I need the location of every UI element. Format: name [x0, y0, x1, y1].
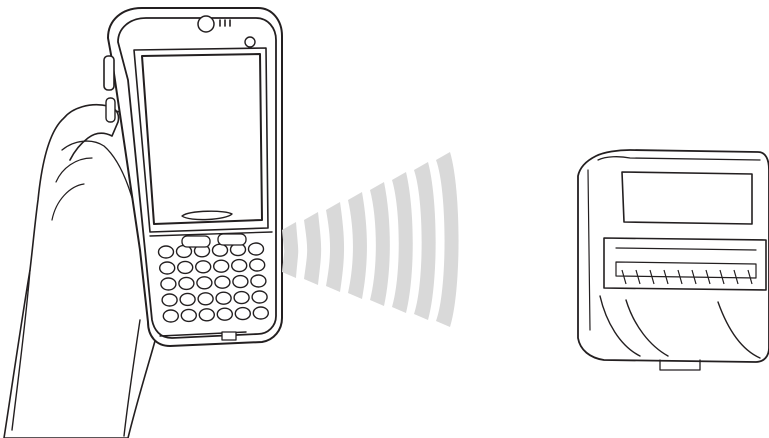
signal-band [348, 192, 367, 299]
signal-band [392, 172, 413, 313]
keypad-key [181, 309, 196, 321]
side-button [106, 98, 115, 122]
printer-label-window [622, 172, 752, 224]
keypad-key [197, 277, 212, 289]
keypad-key [250, 259, 265, 271]
keypad-key [253, 307, 268, 319]
function-key [218, 234, 246, 245]
keypad-key [180, 293, 195, 305]
keypad-key [214, 260, 229, 272]
keypad-key [161, 278, 176, 290]
signal-band [436, 152, 459, 327]
keypad-key [163, 310, 178, 322]
keypad-key [234, 292, 249, 304]
keypad-key [213, 244, 228, 256]
connector [222, 332, 236, 340]
side-scan-button [104, 56, 114, 90]
keypad-key [251, 275, 266, 287]
portable-printer [578, 150, 769, 370]
keypad-key [199, 309, 214, 321]
keypad-key [252, 291, 267, 303]
keypad-key [179, 277, 194, 289]
keypad-key [198, 293, 213, 305]
signal-band [326, 202, 344, 292]
keypad-key [162, 294, 177, 306]
function-key [182, 236, 210, 247]
keypad-key [216, 292, 231, 304]
touch-screen [142, 54, 262, 224]
keypad-key [159, 246, 174, 258]
keypad-key [196, 261, 211, 273]
keypad-key [215, 276, 230, 288]
signal-band [370, 182, 390, 306]
signal-band [282, 222, 298, 278]
signal-band [414, 162, 436, 320]
keypad-key [233, 276, 248, 288]
keypad-key [249, 243, 264, 255]
camera-icon [198, 16, 214, 32]
keypad-key [217, 308, 232, 320]
keypad-key [235, 308, 250, 320]
keypad-key [232, 260, 247, 272]
keypad-key [160, 262, 175, 274]
power-indicator [245, 37, 255, 47]
keypad-key [178, 261, 193, 273]
signal-band [304, 212, 321, 285]
bluetooth-signal-wave [282, 152, 459, 327]
